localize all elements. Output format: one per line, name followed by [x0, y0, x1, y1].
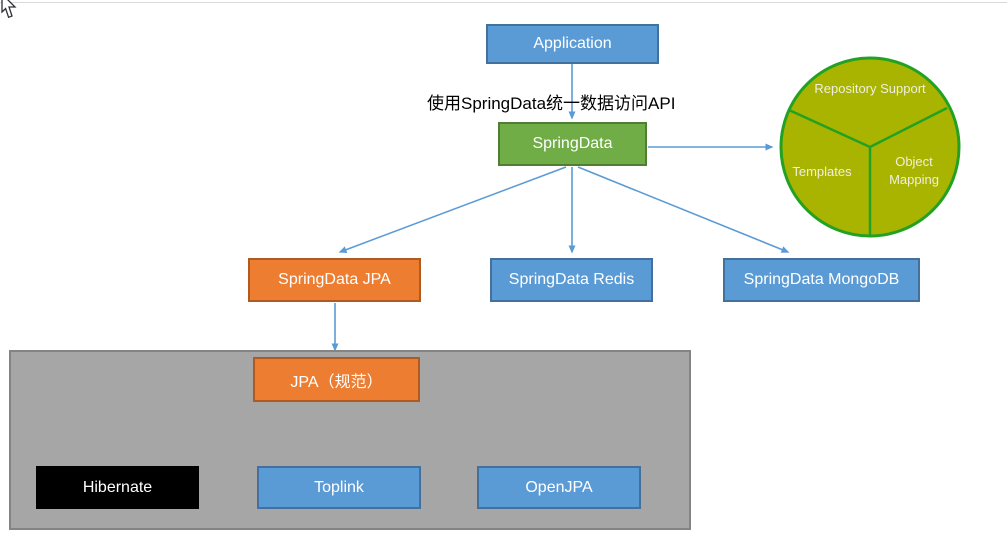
circle-segment-object-mapping: Object Mapping — [889, 154, 939, 187]
node-openjpa: OpenJPA — [477, 466, 641, 509]
annotation-text: 使用SpringData统一数据访问API — [427, 94, 676, 113]
node-springdata-redis-label: SpringData Redis — [508, 271, 635, 288]
mouse-cursor-icon — [1, 0, 17, 19]
node-jpa-spec-label: JPA（规范） — [290, 373, 383, 391]
node-springdata: SpringData — [498, 122, 647, 166]
arrow-springdata-mongodb — [577, 166, 790, 253]
node-jpa-spec: JPA（规范） — [253, 357, 420, 402]
circle-segment-repository-support: Repository Support — [814, 81, 926, 96]
node-hibernate: Hibernate — [36, 466, 199, 509]
circle-segment-templates: Templates — [792, 164, 852, 179]
node-springdata-redis: SpringData Redis — [490, 258, 653, 302]
node-springdata-label: SpringData — [532, 135, 613, 152]
node-hibernate-label: Hibernate — [82, 478, 153, 496]
node-springdata-jpa: SpringData JPA — [248, 258, 421, 302]
node-springdata-mongodb-label: SpringData MongoDB — [743, 271, 900, 288]
node-application: Application — [486, 24, 659, 64]
node-springdata-jpa-label: SpringData JPA — [278, 271, 391, 288]
slide-top-border — [0, 2, 1007, 3]
node-application-label: Application — [533, 35, 612, 52]
node-springdata-mongodb: SpringData MongoDB — [723, 258, 920, 302]
node-openjpa-label: OpenJPA — [525, 478, 593, 496]
node-toplink-label: Toplink — [314, 478, 364, 496]
arrow-springdata-jpa — [338, 166, 567, 253]
node-toplink: Toplink — [257, 466, 421, 509]
